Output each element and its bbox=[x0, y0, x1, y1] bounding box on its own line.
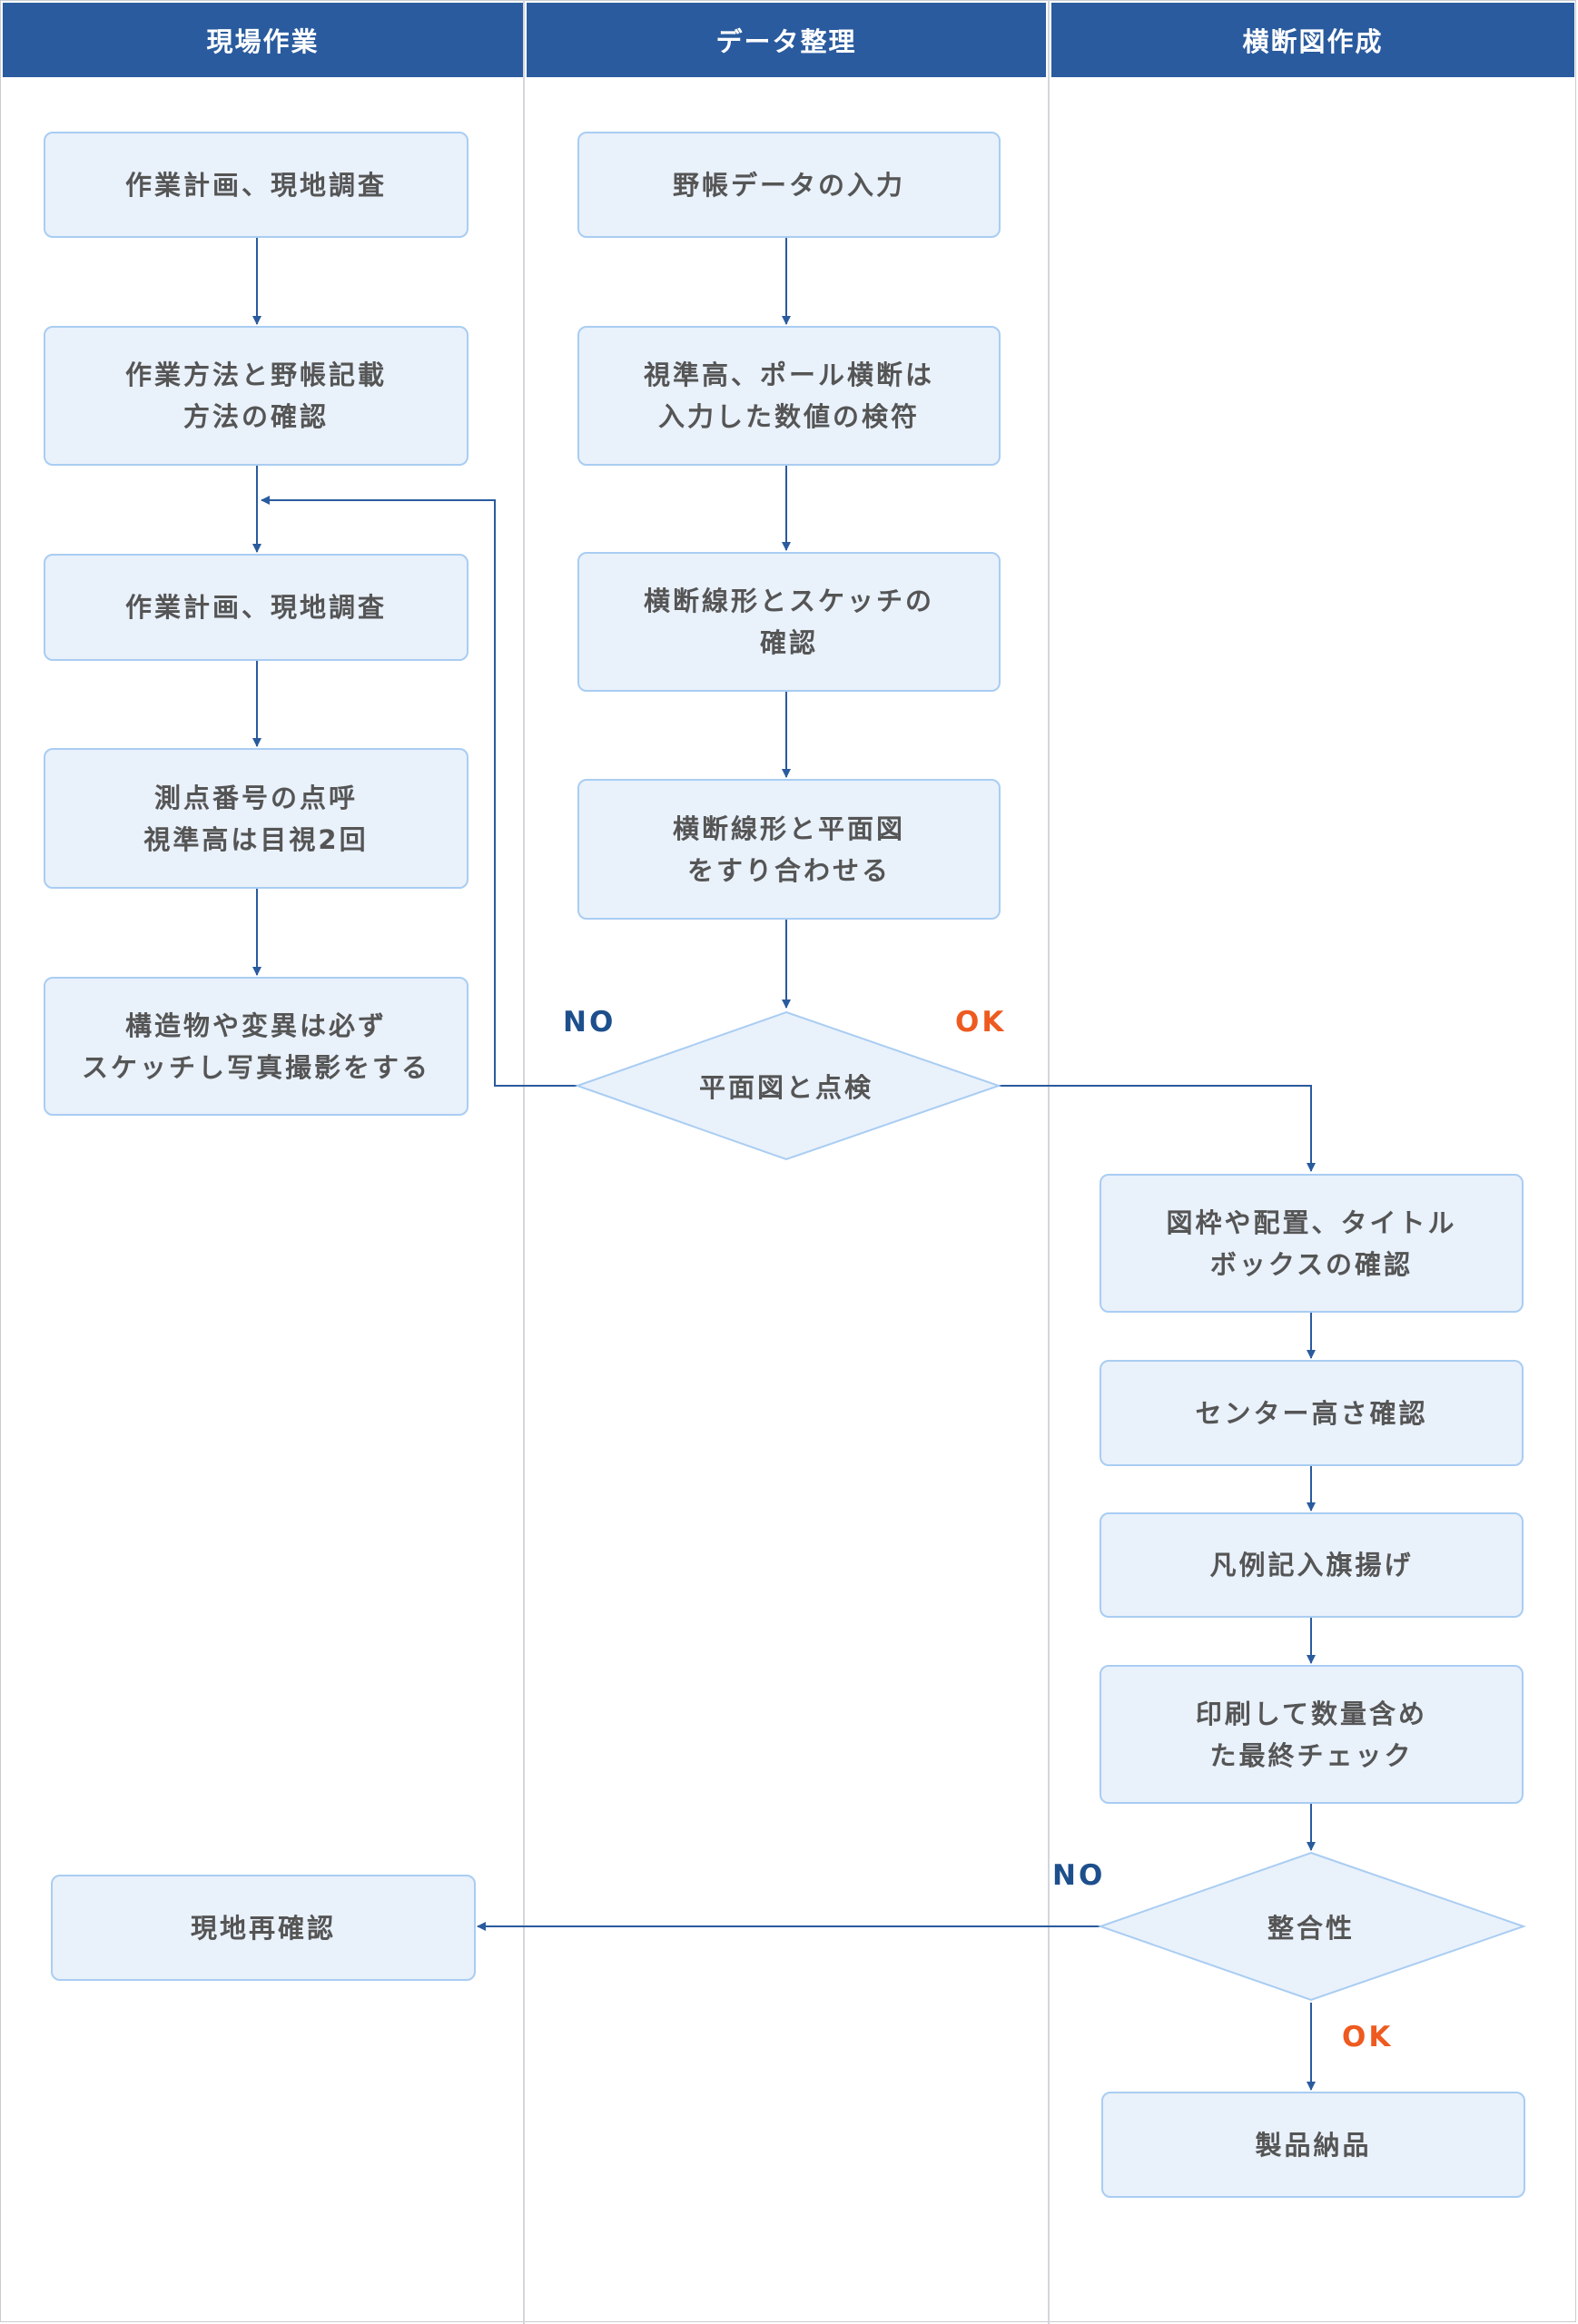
process-site-plan-1: 作業計画、現地調査 bbox=[44, 132, 468, 238]
process-center-height: センター高さ確認 bbox=[1100, 1360, 1524, 1466]
process-method-confirm: 作業方法と野帳記載 方法の確認 bbox=[44, 326, 468, 466]
process-plan-match: 横断線形と平面図 をすり合わせる bbox=[577, 779, 1001, 920]
branch-label-no-consistency: NO bbox=[1052, 1859, 1106, 1892]
process-site-plan-2: 作業計画、現地調査 bbox=[44, 554, 468, 661]
lane-header-field-work: 現場作業 bbox=[3, 3, 523, 77]
connector-ok-to-drawing bbox=[999, 1085, 1316, 1172]
branch-label-no-plan: NO bbox=[563, 1006, 616, 1039]
process-sketch-confirm: 横断線形とスケッチの 確認 bbox=[577, 552, 1001, 692]
lane-header-cross-section: 横断図作成 bbox=[1051, 3, 1574, 77]
lane-header-data-organization: データ整理 bbox=[527, 3, 1046, 77]
process-legend-entry: 凡例記入旗揚げ bbox=[1100, 1512, 1524, 1618]
branch-label-ok-consistency: OK bbox=[1342, 2021, 1394, 2053]
process-point-call: 測点番号の点呼 視準高は目視2回 bbox=[44, 748, 468, 889]
process-frame-confirm: 図枠や配置、タイトル ボックスの確認 bbox=[1100, 1174, 1524, 1313]
decision-diamond-plan-inspection bbox=[574, 1010, 1002, 1161]
process-site-recheck: 現地再確認 bbox=[51, 1875, 476, 1981]
lane-divider bbox=[523, 0, 525, 2324]
process-structure-sketch: 構造物や変異は必ず スケッチし写真撮影をする bbox=[44, 977, 468, 1116]
process-value-check: 視準高、ポール横断は 入力した数値の検符 bbox=[577, 326, 1001, 466]
process-field-data-input: 野帳データの入力 bbox=[577, 132, 1001, 238]
process-delivery: 製品納品 bbox=[1101, 2092, 1525, 2198]
lane-divider bbox=[1048, 0, 1050, 2324]
process-final-check: 印刷して数量含め た最終チェック bbox=[1100, 1665, 1524, 1804]
branch-label-ok-plan: OK bbox=[955, 1006, 1007, 1039]
decision-label-plan-inspection: 平面図と点検 bbox=[698, 1072, 873, 1103]
decision-diamond-consistency bbox=[1097, 1851, 1527, 2002]
decision-label-consistency: 整合性 bbox=[1267, 1913, 1355, 1944]
connector-no-loop bbox=[261, 496, 577, 1087]
